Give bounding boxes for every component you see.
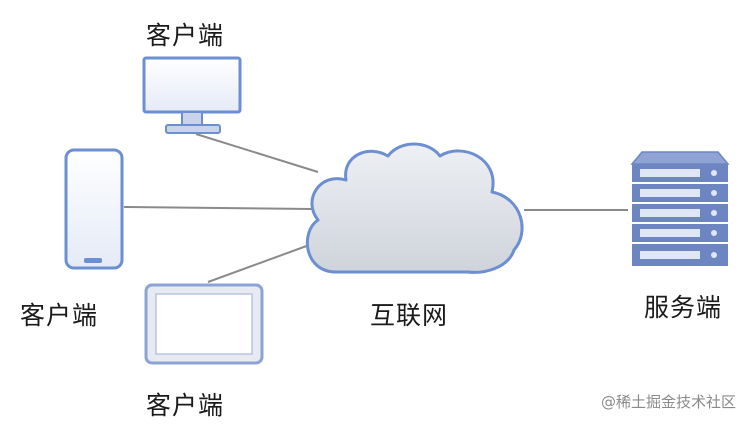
tablet-icon (144, 283, 264, 365)
server-unit (632, 224, 728, 242)
line-desktop-to-internet (195, 133, 319, 173)
phone-client-label: 客户端 (20, 301, 99, 330)
watermark: @稀土掘金技术社区 (600, 393, 736, 411)
server-unit (632, 184, 728, 202)
server-unit (632, 244, 728, 266)
tablet-client-label: 客户端 (146, 391, 225, 420)
cloud-icon (305, 142, 524, 274)
line-phone-to-internet (123, 206, 313, 210)
desktop-client-label: 客户端 (146, 21, 225, 50)
smartphone-icon (64, 148, 124, 270)
line-tablet-to-internet (207, 243, 313, 283)
server-unit (630, 151, 730, 182)
server-unit (632, 204, 728, 222)
server-label: 服务端 (644, 293, 723, 322)
internet-label: 互联网 (370, 301, 449, 330)
monitor-icon (142, 56, 242, 134)
server-rack-icon (630, 151, 730, 266)
connection-lines (123, 133, 628, 283)
